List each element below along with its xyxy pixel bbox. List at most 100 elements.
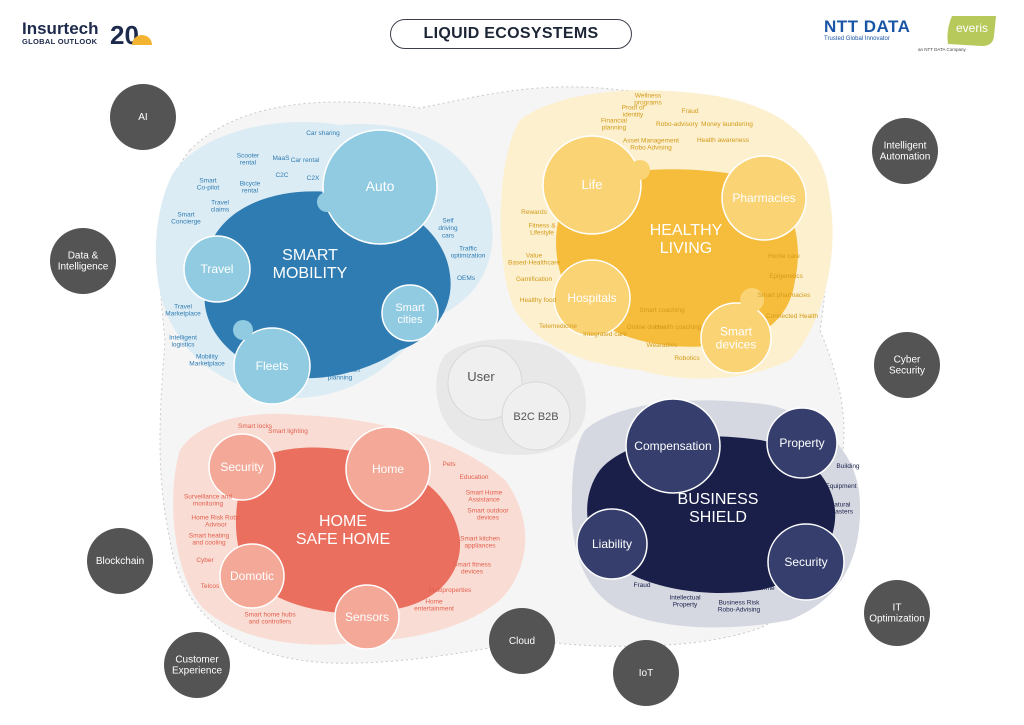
mobility-sub-circle-smart-cities	[381, 284, 439, 342]
shield-sub-circle-security	[767, 523, 845, 601]
tech-node-label-data: Data &Intelligence	[58, 250, 109, 272]
mobility-sub-label-travel: Travel	[201, 262, 234, 276]
shield-item-fraud: Fraud	[634, 582, 651, 589]
health-sub-label-hospitals: Hospitals	[567, 291, 616, 305]
home-item-education: Education	[460, 474, 489, 481]
mobility-halo	[155, 122, 493, 398]
shield-item-crime: Crime	[757, 585, 775, 592]
mobility-sub-circle-auto	[322, 129, 438, 245]
tech-node-intauto	[872, 118, 938, 184]
home-halo	[173, 413, 526, 645]
health-item-smart-pharmacies: Smart pharmacies	[758, 292, 811, 299]
everis-logo-word: everis	[956, 21, 988, 35]
small-bubble	[740, 288, 764, 312]
mobility-sub-label-auto: Auto	[366, 178, 395, 194]
small-bubble	[630, 160, 650, 180]
home-item-telcos: Telcos	[201, 583, 220, 590]
user-circle	[447, 345, 523, 421]
tech-node-cloud	[489, 608, 555, 674]
shield-sub-circle-liability	[576, 508, 648, 580]
tech-node-label-ai: AI	[138, 112, 147, 123]
home-item-smart-locks: Smart locks	[238, 423, 273, 430]
health-item-robo-advisory: Robo-advisory	[656, 121, 699, 128]
health-item-epigenetics: Epigenetics	[769, 273, 803, 280]
tech-node-label-iot: IoT	[639, 668, 653, 679]
home-sub-circle-domotic	[219, 543, 285, 609]
mobility-sub-label-fleets: Fleets	[256, 359, 289, 373]
health-item-health-coaching: Health coaching	[655, 324, 702, 331]
tech-node-cyber	[874, 332, 940, 398]
shield-sub-circle-compensation	[625, 398, 721, 494]
ntt-data-logo-word: NTT DATA	[824, 17, 911, 36]
health-item-home-care: Home care	[768, 253, 800, 260]
health-item-healthy-food: Healthy food	[520, 297, 557, 304]
health-item-fitness-lifestyle: Fitness &Lifestyle	[528, 222, 556, 236]
shield-sub-label-property: Property	[779, 436, 824, 450]
health-item-gamification: Gamification	[516, 276, 553, 283]
shield-sub-circle-property	[766, 407, 838, 479]
home-sub-circle-sensors	[334, 584, 400, 650]
insurtech-logo-year: 20	[110, 20, 152, 48]
home-sub-label-home: Home	[372, 462, 404, 476]
ntt-data-logo-sub: Trusted Global Innovator	[824, 36, 890, 42]
everis-logo-sub: an NTT DATA Company	[918, 47, 966, 52]
ntt-data-logo: NTT DATA Trusted Global Innovator	[824, 18, 924, 52]
health-item-wearables: Wearables	[647, 342, 679, 349]
health-item-money-laundering: Money laundering	[701, 121, 753, 128]
mobility-item-c2c: C2C	[275, 172, 288, 179]
health-item-health-awareness: Health awareness	[697, 137, 750, 144]
everis-logo: everis an NTT DATA Company	[918, 14, 998, 56]
health-sub-circle-life	[542, 135, 642, 235]
shield-sub-label-liability: Liability	[592, 537, 632, 551]
mobility-item-oems: OEMs	[457, 275, 476, 282]
health-item-integrated-care: Integrated care	[583, 331, 627, 338]
health-sub-circle-hospitals	[553, 259, 631, 337]
mobility-main-blob	[204, 191, 451, 379]
user-sub-label: B2C B2B	[513, 411, 558, 423]
health-item-smart-coaching: Smart coaching	[639, 307, 685, 314]
health-item-robotics: Robotics	[674, 355, 700, 362]
insurtech-logo-sub: GLOBAL OUTLOOK	[22, 37, 98, 46]
health-item-telemedicine: Telemedicine	[539, 323, 577, 330]
health-sub-circle-smart-devices	[700, 302, 772, 374]
shield-main-blob	[587, 436, 836, 593]
outer-ecosystem-area	[158, 86, 845, 664]
home-main-blob	[235, 447, 461, 614]
home-item-smart-lighting: Smart lighting	[268, 428, 308, 435]
mobility-item-car-sharing: Car sharing	[306, 130, 340, 137]
health-sub-label-pharmacies: Pharmacies	[732, 191, 795, 205]
tech-node-label-blockchain: Blockchain	[96, 556, 144, 567]
small-bubble	[317, 192, 337, 212]
home-sub-label-domotic: Domotic	[230, 569, 274, 583]
health-item-fraud: Fraud	[682, 108, 699, 115]
